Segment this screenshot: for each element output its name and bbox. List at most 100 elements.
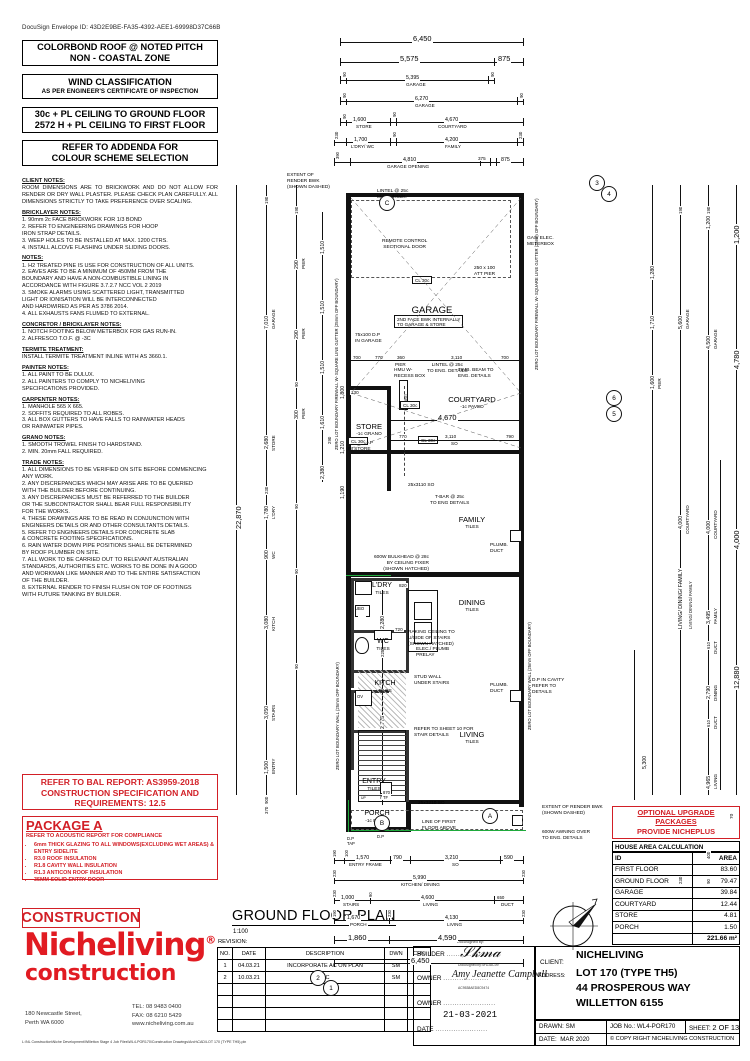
area-cell: STORE <box>612 909 693 922</box>
dim-right-190b: 190 <box>706 205 711 215</box>
room-label-laundry: L'DRY <box>372 582 392 589</box>
wc-pan <box>355 637 369 654</box>
dim-bot-230e: 230 <box>521 909 526 918</box>
note-zero-lot-firewall-left: ZERO LOT BOUNDARY FIREWALL W- SQUARE LIN… <box>334 278 339 450</box>
dim-int-790: 790 <box>505 434 515 439</box>
dim-left-7010: 7,010 <box>264 314 270 330</box>
header-box-addenda-line2: COLOUR SCHEME SELECTION <box>51 153 189 163</box>
revision-cell <box>384 983 408 996</box>
section-marker-2[interactable]: 2 <box>310 970 326 986</box>
package-item: 6mm THICK GLAZING TO ALL WINDOWS(EXCLUDI… <box>34 842 214 856</box>
note-plumb-duct-upper: PLUMB.DUCT <box>490 543 508 554</box>
header-box-ceiling: 30c + PL CEILING TO GROUND FLOOR 2572 H … <box>22 107 218 133</box>
dim-right-2790: 2,790 <box>706 684 712 700</box>
dim-left-1500: 1,500 <box>264 759 270 775</box>
section-marker-3[interactable]: 3 <box>589 175 605 191</box>
site-address: LOT 170 (TYPE TH5) 44 PROSPEROUS WAY WIL… <box>576 966 691 1011</box>
dim-int-770b: 770 <box>398 434 408 439</box>
dim-right-12080: LIVING/ DINING/ FAMILY <box>678 567 684 630</box>
area-total-row: 221.66 m² <box>612 932 741 945</box>
dim-left-2380: 2,380 <box>320 464 326 480</box>
room-sub-entry: TILES <box>367 787 381 792</box>
revision-header-cell: DATE <box>232 947 266 960</box>
section-marker-1[interactable]: 1 <box>323 980 339 996</box>
note-section-title: TERMITE TREATMENT: <box>22 346 84 353</box>
dim-right-3495-sub: FAMILY <box>713 607 718 625</box>
client-label: CLIENT: <box>540 959 564 966</box>
dim-left-900-b: 900 <box>264 795 269 805</box>
signature-row-builder: BUILDER .................. <box>417 951 488 958</box>
dim-bot-overall: 6,450 <box>410 956 431 965</box>
revision-cell <box>384 995 408 1008</box>
room-label-family: FAMILY <box>458 515 486 524</box>
area-cell: PORCH <box>612 921 693 934</box>
note-line: 6. RAIN WATER DOWN PIPE POSITIONS SHALL … <box>22 543 193 550</box>
dim-left-7010-sub: GARAGE <box>271 308 276 330</box>
dim-left-190: 190 <box>264 195 269 205</box>
section-marker-6[interactable]: 6 <box>606 390 622 406</box>
dim-left-90a: 90 <box>294 381 299 388</box>
door-marker-c[interactable]: C <box>379 195 395 211</box>
dim-bot-790: 790 <box>392 855 403 861</box>
dim-right-5600: 5,600 <box>678 314 684 330</box>
dim-right-4000d: 4,000 <box>706 519 712 535</box>
docusign-envelope-id: DocuSign Envelope ID: 43D2E9BE-FA35-4392… <box>22 24 221 31</box>
room-label-wc: WC <box>377 638 389 645</box>
header-box-addenda: REFER TO ADDENDA FOR COLOUR SCHEME SELEC… <box>22 140 218 166</box>
door-marker-a[interactable]: A <box>482 808 498 824</box>
dim-right-5300: 5,300 <box>642 754 648 770</box>
note-zero-lot-firewall-right: ZERO LOT BOUNDARY FIREWALL W- SQUARE LIN… <box>534 198 539 370</box>
dim-right-1280: 1,280 <box>650 264 656 280</box>
dim-top-6270: 6,270 <box>414 96 430 102</box>
dim-right-610a: 610 <box>706 641 711 650</box>
room-sub-wc: TILES <box>376 647 390 652</box>
note-zero-lot-wall-right: ZERO LOT BOUNDARY WALL (25mm OFF BOUNDAR… <box>527 622 532 730</box>
area-cell: 39.84 <box>691 886 741 899</box>
client-name: NICHELIVING <box>576 949 644 961</box>
note-section-title: GRANO NOTES: <box>22 435 66 442</box>
dim-bot-1860: 1,860 <box>347 933 368 942</box>
section-marker-4[interactable]: 4 <box>601 186 617 202</box>
dim-left-1780-sub: L'DRY <box>271 504 276 520</box>
header-box-ceiling-line1: 30c + PL CEILING TO GROUND FLOOR <box>34 109 206 120</box>
dim-bot-230b: 230 <box>521 869 526 878</box>
revision-cell <box>265 1019 385 1032</box>
prelay-box-lower <box>414 622 432 644</box>
note-extent-render-bottom: EXTENT OF RENDER BWK(SHOWN DASHED) <box>542 805 603 816</box>
revision-header-cell: DWN <box>384 947 408 960</box>
door-marker-b[interactable]: B <box>374 815 390 831</box>
header-box-roof-line2: NON - COASTAL ZONE <box>69 53 171 63</box>
dim-left-290a: 290 <box>294 259 300 270</box>
upgrade-line-2: PACKAGES <box>655 817 697 827</box>
area-caption-box: HOUSE AREA CALCULATION <box>612 841 740 852</box>
dim-right-duct-b: DUCT <box>713 715 718 730</box>
dim-left-190-b: 190 <box>294 205 299 215</box>
dim-bot-5990-sub: KITCHEN/ DINING <box>400 882 441 887</box>
dim-bot-4600: 4,600 <box>420 895 436 901</box>
note-gas-elec-meterbox: GAS/ ELEC.METERBOX <box>527 236 554 247</box>
dim-top-1700-sub: L'DRY/ WC <box>350 144 376 149</box>
dim-top-90-f: 90 <box>392 111 397 118</box>
note-line: 1. ALL DIMENSIONS TO BE VERIFIED ON SITE… <box>22 467 207 474</box>
package-subtitle: REFER TO ACOUSTIC REPORT FOR COMPLIANCE <box>26 833 163 840</box>
dim-top-230-a: 230 <box>334 130 339 140</box>
revision-cell <box>217 995 233 1008</box>
construction-stamp: CONSTRUCTION <box>21 908 140 928</box>
dim-right-4965: 4,965 <box>706 774 712 790</box>
dim-right-4965-sub: LIVING <box>713 772 718 790</box>
dim-top-5395-sub: GARAGE <box>405 82 427 87</box>
dim-int-360-sub: PIER <box>394 362 407 367</box>
dim-bot-230a: 230 <box>332 869 337 878</box>
section-marker-5[interactable]: 5 <box>606 406 622 422</box>
dim-bot-1570: 1,570 <box>355 855 371 861</box>
dim-right-400: 400 <box>706 850 711 860</box>
header-box-ceiling-line2: 2572 H + PL CEILING TO FIRST FLOOR <box>34 120 206 130</box>
note-line: IRON STRAP DETAILS. <box>22 230 82 237</box>
